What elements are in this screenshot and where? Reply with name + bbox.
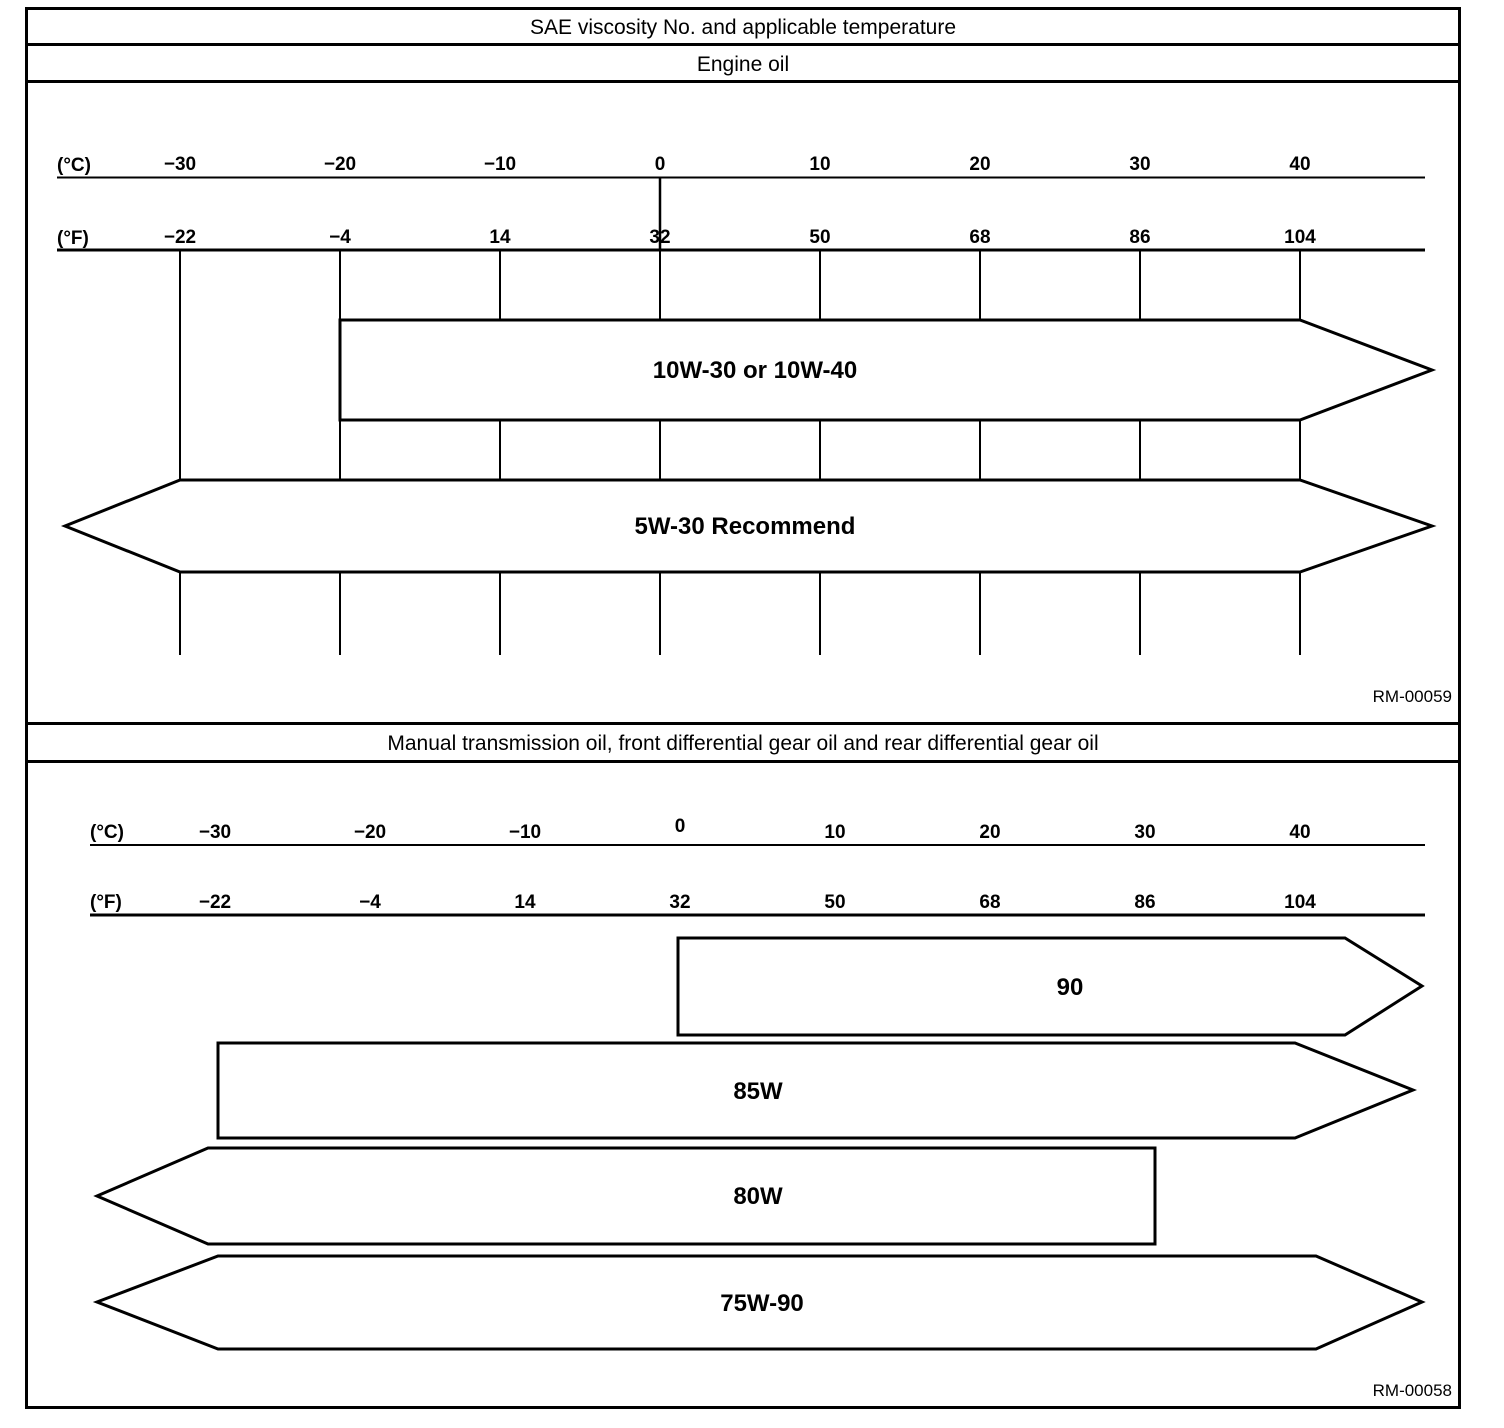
trans-bar-90-label: 90	[1057, 974, 1084, 1001]
trans-bar-80w	[93, 1146, 1157, 1246]
page-title: SAE viscosity No. and applicable tempera…	[530, 16, 956, 39]
trans-c-tick: 40	[1289, 822, 1310, 843]
trans-bar-85w-label: 85W	[733, 1078, 783, 1105]
engine-f-tick: −4	[329, 227, 351, 248]
trans-celsius-unit-label: (°C)	[90, 822, 124, 843]
trans-bar-75w90	[92, 1254, 1426, 1351]
trans-f-tick: −4	[359, 892, 381, 913]
engine-c-tick: 0	[655, 154, 666, 175]
engine-c-tick: 20	[969, 154, 990, 175]
engine-oil-header: Engine oil	[697, 53, 789, 76]
engine-c-tick: −10	[484, 154, 516, 175]
engine-oil-chart: (°C) −30 −20 −10 0 10 20 30 40 (°F) −22 …	[57, 154, 1452, 706]
engine-bar-10w	[338, 318, 1437, 422]
trans-ref-code: RM-00058	[1373, 1381, 1452, 1400]
engine-bar-5w	[60, 478, 1437, 574]
engine-f-tick: 86	[1129, 227, 1150, 248]
trans-bar-90	[676, 936, 1425, 1037]
engine-upper-ticks	[179, 251, 1301, 481]
engine-c-tick: −20	[324, 154, 356, 175]
trans-f-tick: 32	[669, 892, 690, 913]
engine-f-tick: 68	[969, 227, 990, 248]
trans-c-tick: −10	[509, 822, 541, 843]
trans-fahrenheit-unit-label: (°F)	[90, 892, 122, 913]
trans-c-tick: 20	[979, 822, 1000, 843]
trans-c-tick: −30	[199, 822, 231, 843]
trans-f-tick: 50	[824, 892, 845, 913]
trans-bar-75w90-label: 75W-90	[720, 1290, 804, 1317]
engine-fahrenheit-unit-label: (°F)	[57, 228, 89, 249]
engine-c-tick: 10	[809, 154, 830, 175]
trans-bar-85w	[216, 1041, 1418, 1140]
trans-c-tick: 0	[675, 816, 686, 837]
transmission-header: Manual transmission oil, front different…	[387, 732, 1098, 755]
trans-f-tick: 104	[1284, 892, 1316, 913]
trans-bar-80w-label: 80W	[733, 1183, 783, 1210]
engine-celsius-unit-label: (°C)	[57, 155, 91, 176]
trans-c-tick: −20	[354, 822, 386, 843]
trans-f-tick: 68	[979, 892, 1000, 913]
engine-f-tick: 50	[809, 227, 830, 248]
trans-c-tick: 30	[1134, 822, 1155, 843]
trans-f-tick: 14	[514, 892, 536, 913]
outer-frame	[25, 7, 1461, 1409]
engine-bar-5w-label: 5W-30 Recommend	[635, 513, 856, 540]
trans-f-tick: 86	[1134, 892, 1155, 913]
engine-lower-ticks	[179, 573, 1301, 655]
engine-f-tick: −22	[164, 227, 196, 248]
engine-c-tick: −30	[164, 154, 196, 175]
engine-f-tick: 14	[489, 227, 511, 248]
engine-bar-10w-label: 10W-30 or 10W-40	[653, 357, 857, 384]
engine-c-tick: 30	[1129, 154, 1150, 175]
engine-c-tick: 40	[1289, 154, 1310, 175]
engine-middle-ticks	[339, 421, 1301, 481]
engine-ref-code: RM-00059	[1373, 687, 1452, 706]
transmission-chart: (°C) −30 −20 −10 0 10 20 30 40 (°F) −22 …	[90, 816, 1452, 1400]
trans-c-tick: 10	[824, 822, 845, 843]
engine-f-tick: 32	[649, 227, 670, 248]
engine-f-tick: 104	[1284, 227, 1316, 248]
trans-f-tick: −22	[199, 892, 231, 913]
